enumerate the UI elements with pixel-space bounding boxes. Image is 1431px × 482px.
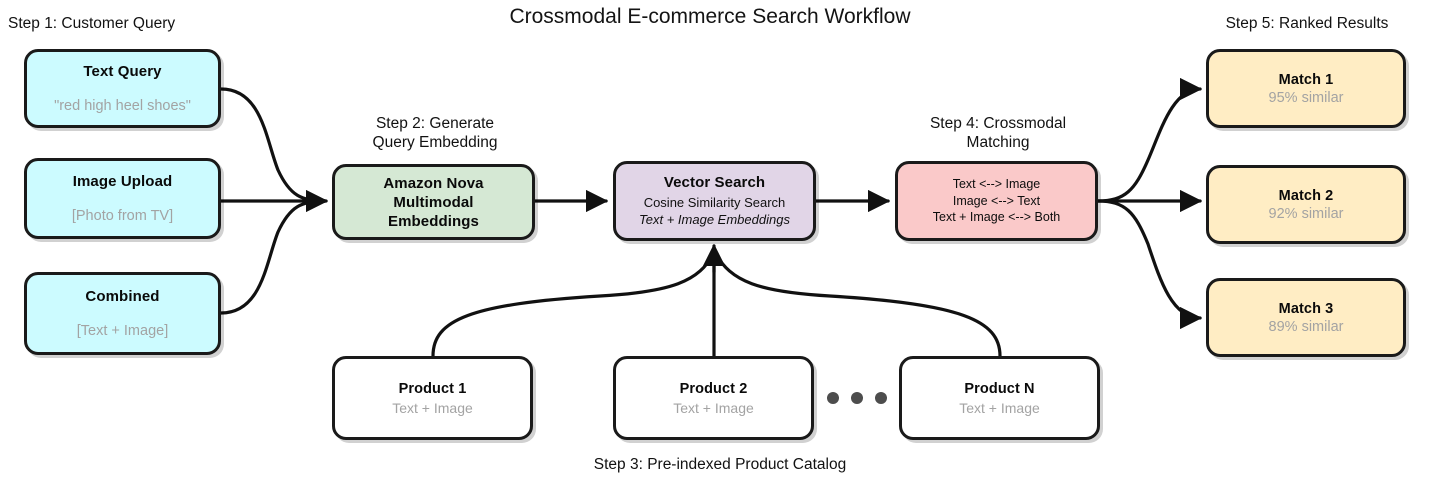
node-text-query-title: Text Query bbox=[83, 63, 162, 80]
node-product-1-modalities: Text + Image bbox=[392, 399, 473, 416]
node-vector-search-embeddings-note: Text + Image Embeddings bbox=[639, 212, 790, 227]
ellipsis-dot-3 bbox=[875, 392, 887, 404]
node-match-2-similarity: 92% similar bbox=[1268, 205, 1344, 222]
node-product-n-modalities: Text + Image bbox=[959, 399, 1040, 416]
caption-step-3: Step 3: Pre-indexed Product Catalog bbox=[593, 456, 847, 473]
caption-step-4: Step 4: Crossmodal Matching bbox=[918, 114, 1078, 152]
node-product-2-modalities: Text + Image bbox=[673, 399, 754, 416]
edge-product-n-to-vector-search bbox=[713, 250, 1002, 358]
node-match-2-title: Match 2 bbox=[1278, 187, 1334, 204]
caption-step-4-line-1: Step 4: Crossmodal bbox=[929, 115, 1067, 132]
node-text-query-value: "red high heel shoes" bbox=[54, 98, 191, 114]
node-vector-search[interactable]: Vector Search Cosine Similarity Search T… bbox=[613, 161, 816, 241]
node-image-upload[interactable]: Image Upload [Photo from TV] bbox=[24, 158, 221, 239]
node-vector-search-subtitle: Cosine Similarity Search bbox=[643, 195, 786, 210]
node-match-1-title: Match 1 bbox=[1278, 71, 1334, 88]
caption-step-2: Step 2: Generate Query Embedding bbox=[360, 114, 510, 152]
node-embeddings-line-2: Multimodal bbox=[393, 193, 474, 211]
node-image-upload-title: Image Upload bbox=[72, 173, 173, 190]
node-text-query[interactable]: Text Query "red high heel shoes" bbox=[24, 49, 221, 128]
edge-product-1-to-vector-search bbox=[431, 250, 716, 358]
caption-step-1: Step 1: Customer Query bbox=[8, 15, 176, 32]
node-matching-line-1: Text <--> Image bbox=[952, 177, 1041, 192]
node-amazon-nova-multimodal-embeddings[interactable]: Amazon Nova Multimodal Embeddings bbox=[332, 164, 535, 240]
node-product-1-title: Product 1 bbox=[398, 380, 467, 397]
node-matching-line-2: Image <--> Text bbox=[952, 193, 1041, 208]
node-match-3-similarity: 89% similar bbox=[1268, 318, 1344, 335]
caption-step-2-line-2: Query Embedding bbox=[372, 134, 498, 151]
node-embeddings-line-1: Amazon Nova bbox=[383, 174, 484, 192]
node-match-3-title: Match 3 bbox=[1278, 300, 1334, 317]
node-match-1-similarity: 95% similar bbox=[1268, 89, 1344, 106]
node-vector-search-title: Vector Search bbox=[663, 174, 766, 191]
ellipsis-dot-2 bbox=[851, 392, 863, 404]
catalog-ellipsis-icon bbox=[827, 390, 887, 406]
node-match-2[interactable]: Match 2 92% similar bbox=[1206, 165, 1406, 244]
node-product-2-title: Product 2 bbox=[679, 380, 748, 397]
edge-matching-to-match-3 bbox=[1096, 199, 1203, 330]
ellipsis-dot-1 bbox=[827, 392, 839, 404]
node-product-1[interactable]: Product 1 Text + Image bbox=[332, 356, 533, 440]
node-match-3[interactable]: Match 3 89% similar bbox=[1206, 278, 1406, 357]
node-match-1[interactable]: Match 1 95% similar bbox=[1206, 49, 1406, 128]
node-product-n-title: Product N bbox=[964, 380, 1035, 397]
node-matching-line-3: Text + Image <--> Both bbox=[932, 210, 1061, 225]
caption-step-2-line-1: Step 2: Generate bbox=[375, 115, 495, 132]
node-product-2[interactable]: Product 2 Text + Image bbox=[613, 356, 814, 440]
edge-text-query-to-embeddings bbox=[219, 87, 327, 203]
node-crossmodal-matching[interactable]: Text <--> Image Image <--> Text Text + I… bbox=[895, 161, 1098, 241]
node-combined[interactable]: Combined [Text + Image] bbox=[24, 272, 221, 355]
node-product-n[interactable]: Product N Text + Image bbox=[899, 356, 1100, 440]
edge-combined-to-embeddings bbox=[219, 199, 327, 315]
node-combined-value: [Text + Image] bbox=[76, 323, 169, 339]
edge-matching-to-match-1 bbox=[1096, 77, 1203, 203]
caption-step-4-line-2: Matching bbox=[966, 134, 1030, 151]
node-embeddings-line-3: Embeddings bbox=[387, 212, 479, 230]
page-title: Crossmodal E-commerce Search Workflow bbox=[509, 5, 911, 28]
node-image-upload-value: [Photo from TV] bbox=[71, 208, 174, 224]
node-combined-title: Combined bbox=[85, 288, 160, 305]
caption-step-5: Step 5: Ranked Results bbox=[1225, 15, 1389, 32]
